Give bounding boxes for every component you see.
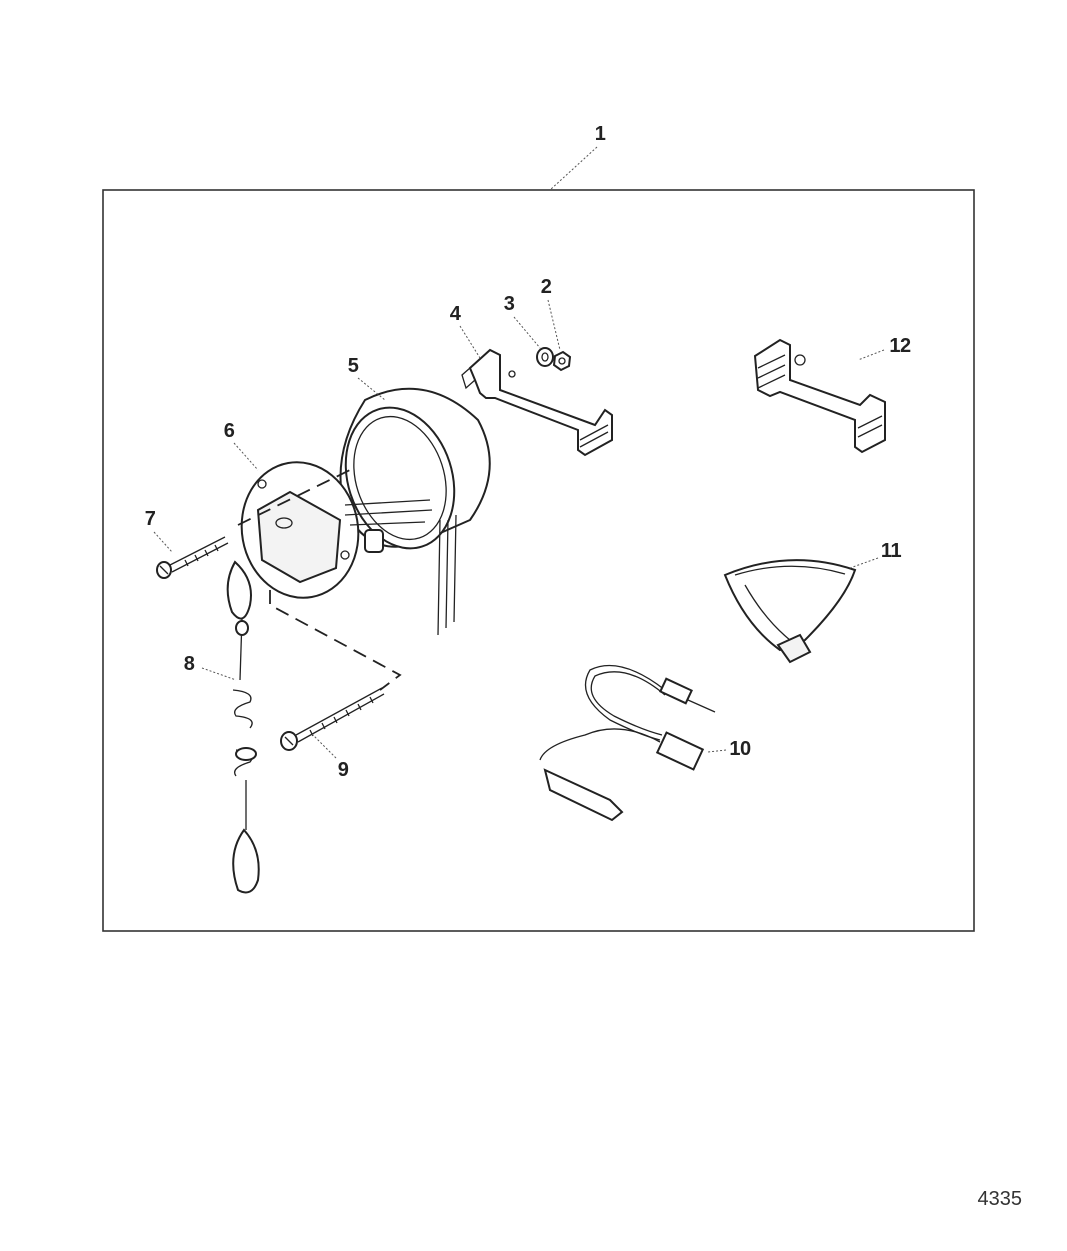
leader-8 [201, 667, 237, 681]
leader-1 [549, 146, 598, 191]
part-screw-short [156, 536, 229, 579]
callout-6: 6 [224, 420, 235, 442]
part-lanyard [226, 560, 260, 894]
callout-1: 1 [595, 123, 606, 145]
callout-11: 11 [881, 540, 902, 562]
callout-9: 9 [338, 759, 349, 781]
leader-5 [357, 377, 386, 401]
callout-12: 12 [889, 335, 911, 357]
part-screw-long [280, 687, 385, 751]
callout-3: 3 [504, 293, 515, 315]
figure-id: 4335 [978, 1188, 1023, 1210]
part-nut [552, 350, 572, 372]
callout-5: 5 [348, 355, 359, 377]
part-sensor-harness [539, 664, 716, 822]
callout-2: 2 [541, 276, 552, 298]
alignment-line [269, 590, 402, 691]
leader-6 [233, 442, 259, 471]
part-mounting-bracket [461, 348, 613, 457]
leader-10 [707, 749, 727, 753]
leader-12 [857, 349, 885, 361]
leader-2 [547, 299, 561, 351]
callout-7: 7 [145, 508, 156, 530]
callout-8: 8 [184, 653, 195, 675]
leader-11 [849, 557, 879, 569]
leader-9 [311, 733, 337, 759]
leader-7 [153, 531, 173, 553]
leader-3 [513, 316, 541, 349]
callout-10: 10 [729, 738, 751, 760]
part-hose-clamp [723, 559, 857, 664]
callout-4: 4 [450, 303, 462, 325]
part-gauge-bezel [240, 461, 433, 599]
part-mounting-clip [753, 338, 886, 454]
part-washer [536, 347, 554, 367]
kit-frame [102, 189, 975, 932]
leader-4 [459, 325, 481, 359]
